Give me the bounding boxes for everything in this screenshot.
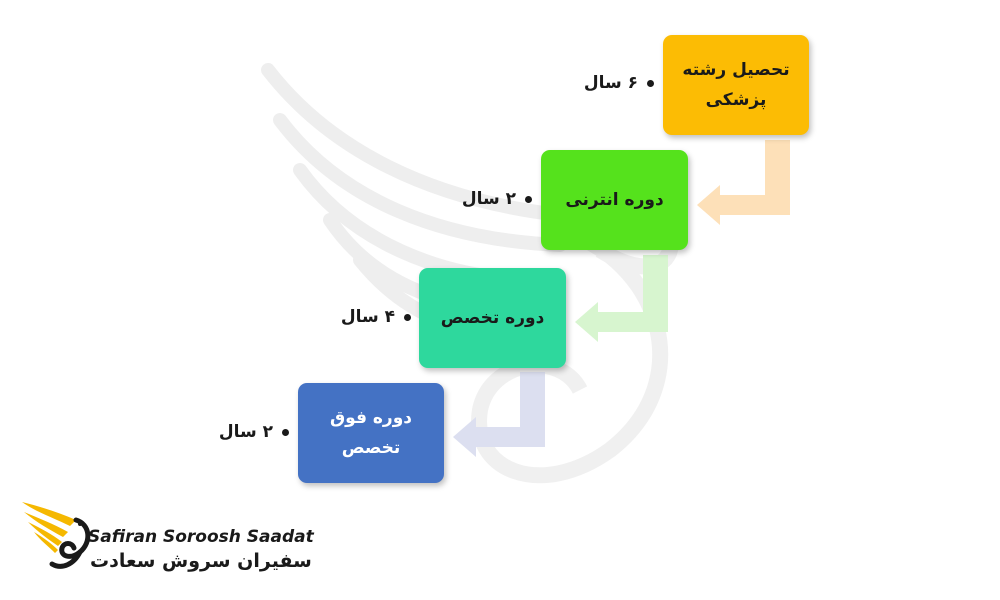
- eagle-wing-icon: [22, 502, 91, 569]
- step-2-duration-text: ۲ سال: [461, 189, 516, 209]
- step-2-label: دوره انترنی: [565, 190, 664, 210]
- step-4-duration: ۲ سال: [219, 422, 289, 442]
- logo-latin-text: Safiran Soroosh Saadat: [88, 527, 314, 547]
- arrow-1: [697, 140, 790, 225]
- bullet-icon: [525, 195, 532, 203]
- step-1-box: تحصیل رشته پزشکی: [663, 35, 809, 135]
- arrow-2: [575, 255, 668, 342]
- step-1-duration-text: ۶ سال: [583, 73, 638, 93]
- bullet-icon: [647, 79, 654, 87]
- logo-persian-text: سفیران سروش سعادت: [90, 550, 312, 572]
- arrow-3-shaft: [476, 372, 545, 447]
- step-4-duration-text: ۲ سال: [218, 422, 273, 442]
- arrow-1-shaft: [720, 140, 790, 215]
- step-1-duration: ۶ سال: [584, 73, 654, 93]
- arrow-1-head: [697, 185, 720, 225]
- step-3-label: دوره تخصص: [440, 308, 545, 328]
- bullet-icon: [282, 428, 289, 436]
- arrow-2-head: [575, 302, 598, 342]
- arrow-3-head: [453, 417, 476, 457]
- arrow-3: [453, 372, 545, 457]
- step-3-duration: ۴ سال: [341, 307, 411, 327]
- arrow-2-shaft: [598, 255, 668, 332]
- step-4-box: دوره فوق تخصص: [298, 383, 444, 483]
- bullet-icon: [404, 313, 411, 321]
- company-logo: Safiran Soroosh Saadat سفیران سروش سعادت: [18, 494, 314, 584]
- step-2-box: دوره انترنی: [541, 150, 688, 250]
- step-2-duration: ۲ سال: [462, 189, 532, 209]
- step-1-label: تحصیل رشته پزشکی: [682, 60, 790, 110]
- step-4-label: دوره فوق تخصص: [329, 408, 413, 458]
- step-3-box: دوره تخصص: [419, 268, 566, 368]
- step-3-duration-text: ۴ سال: [340, 307, 395, 327]
